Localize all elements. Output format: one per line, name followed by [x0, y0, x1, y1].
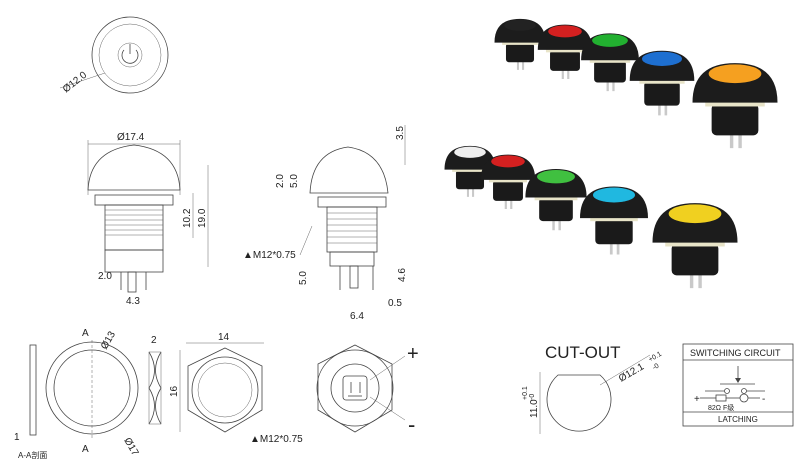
top-diameter-label: Ø12.0	[61, 70, 90, 96]
plus-terminal-label: +	[407, 343, 419, 365]
cap-indicator	[592, 187, 636, 203]
side-view: 3.5 2.0 5.0 ▲M12*0.75 5.0 4.6 0.5 6.4	[243, 125, 408, 322]
product-bottom-3	[580, 186, 648, 255]
side-pin-spacing-label: 6.4	[350, 311, 364, 322]
cap-indicator	[537, 169, 575, 184]
product-top-2	[581, 33, 639, 92]
cutout-flat-tol-upper: +0.1	[522, 386, 529, 400]
side-cap-a-label: 2.0	[275, 174, 286, 188]
nut-height-label: 16	[169, 385, 180, 397]
product-top-1	[537, 24, 593, 79]
cutout-flat-tol-lower: -0	[529, 394, 536, 400]
circuit-mode-label: LATCHING	[718, 415, 758, 424]
cap-indicator	[454, 146, 486, 158]
cutout-view: CUT-OUT Ø12.1 +0.1 -0 11.0 +0.1 -0	[522, 343, 663, 434]
front-pin-gap-label: 2.0	[98, 271, 112, 282]
washer-thickness-label: 1	[14, 432, 20, 443]
front-thread-length-label: 10.2	[182, 208, 193, 228]
circuit-resistor-label: 82Ω F级	[708, 403, 734, 412]
section-marker-top: A	[82, 328, 89, 339]
side-thread-label: ▲M12*0.75	[243, 250, 296, 261]
washer-outer-dia-label: Ø17	[121, 436, 140, 458]
product-bottom-2	[525, 169, 587, 231]
washer-views: 1 A-A剖面 A A Ø13 Ø17 2	[14, 328, 162, 460]
product-bottom-0	[444, 145, 496, 197]
cutout-diameter-label: Ø12.1	[617, 361, 646, 384]
product-photos	[444, 18, 778, 289]
side-cap-b-label: 5.0	[289, 174, 300, 188]
cap-indicator	[548, 25, 582, 38]
rear-view: + -	[316, 343, 419, 437]
front-width-label: Ø17.4	[117, 132, 145, 143]
circuit-minus: -	[762, 394, 765, 405]
cap-indicator	[491, 155, 525, 168]
front-pin-spacing-label: 4.3	[126, 296, 140, 307]
cutout-title: CUT-OUT	[545, 343, 621, 362]
front-view: Ø17.4 10.2 19.0 2.0 4.3	[87, 132, 209, 307]
product-bottom-1	[480, 154, 536, 209]
switching-circuit: SWITCHING CIRCUIT + - 82Ω F级 LATCHING	[682, 343, 794, 427]
product-top-3	[629, 50, 695, 116]
product-top-0	[494, 18, 546, 70]
nut-thread-label: ▲M12*0.75	[250, 434, 303, 445]
circuit-title: SWITCHING CIRCUIT	[690, 348, 781, 358]
wave-washer-thickness-label: 2	[151, 335, 157, 346]
cap-indicator	[641, 51, 683, 66]
side-pin-len-b-label: 4.6	[397, 268, 408, 282]
cutout-tol-lower: -0	[652, 363, 661, 372]
side-pin-len-label: 5.0	[298, 271, 309, 285]
section-marker-bottom: A	[82, 444, 89, 455]
cutout-tol-upper: +0.1	[648, 351, 664, 364]
product-bottom-4	[652, 203, 738, 289]
power-icon	[117, 42, 143, 68]
cap-indicator	[504, 19, 536, 31]
product-top-4	[692, 63, 778, 149]
side-pin-thick-label: 0.5	[388, 298, 402, 309]
washer-section-label: A-A剖面	[18, 450, 47, 460]
cap-indicator	[668, 204, 722, 224]
cap-indicator	[708, 64, 762, 84]
circuit-plus: +	[694, 394, 700, 405]
side-cap-top-label: 3.5	[395, 126, 406, 140]
nut-width-label: 14	[218, 332, 230, 343]
lamp-icon	[739, 393, 749, 403]
cap-indicator	[592, 34, 628, 47]
front-height-label: 19.0	[197, 208, 208, 228]
top-view: Ø12.0	[59, 16, 169, 96]
cutout-flat-label: 11.0	[529, 399, 540, 418]
minus-terminal-label: -	[408, 412, 415, 437]
nut-view: 14 16 ▲M12*0.75	[169, 332, 303, 445]
